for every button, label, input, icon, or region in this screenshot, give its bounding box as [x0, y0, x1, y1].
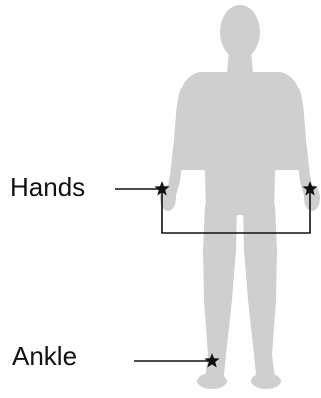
silhouette-right-foot — [251, 373, 281, 389]
hand-right-marker — [302, 181, 318, 196]
markers — [154, 181, 318, 368]
silhouette-left-leg — [203, 205, 237, 381]
ankle-marker — [204, 353, 220, 368]
connector-lines — [115, 188, 311, 362]
silhouette-left-foot — [197, 373, 227, 389]
silhouette-neck — [227, 52, 253, 72]
silhouette-right-leg — [243, 205, 277, 381]
hands-connector-bracket — [161, 189, 311, 234]
ankle-label: Ankle — [12, 341, 78, 371]
hand-left-marker — [154, 181, 170, 196]
hands-label: Hands — [10, 172, 86, 202]
human-silhouette — [160, 5, 320, 389]
silhouette-torso — [176, 72, 304, 215]
silhouette-right-arm — [284, 88, 315, 204]
silhouette-left-arm — [165, 88, 196, 204]
silhouette-head — [220, 5, 260, 59]
